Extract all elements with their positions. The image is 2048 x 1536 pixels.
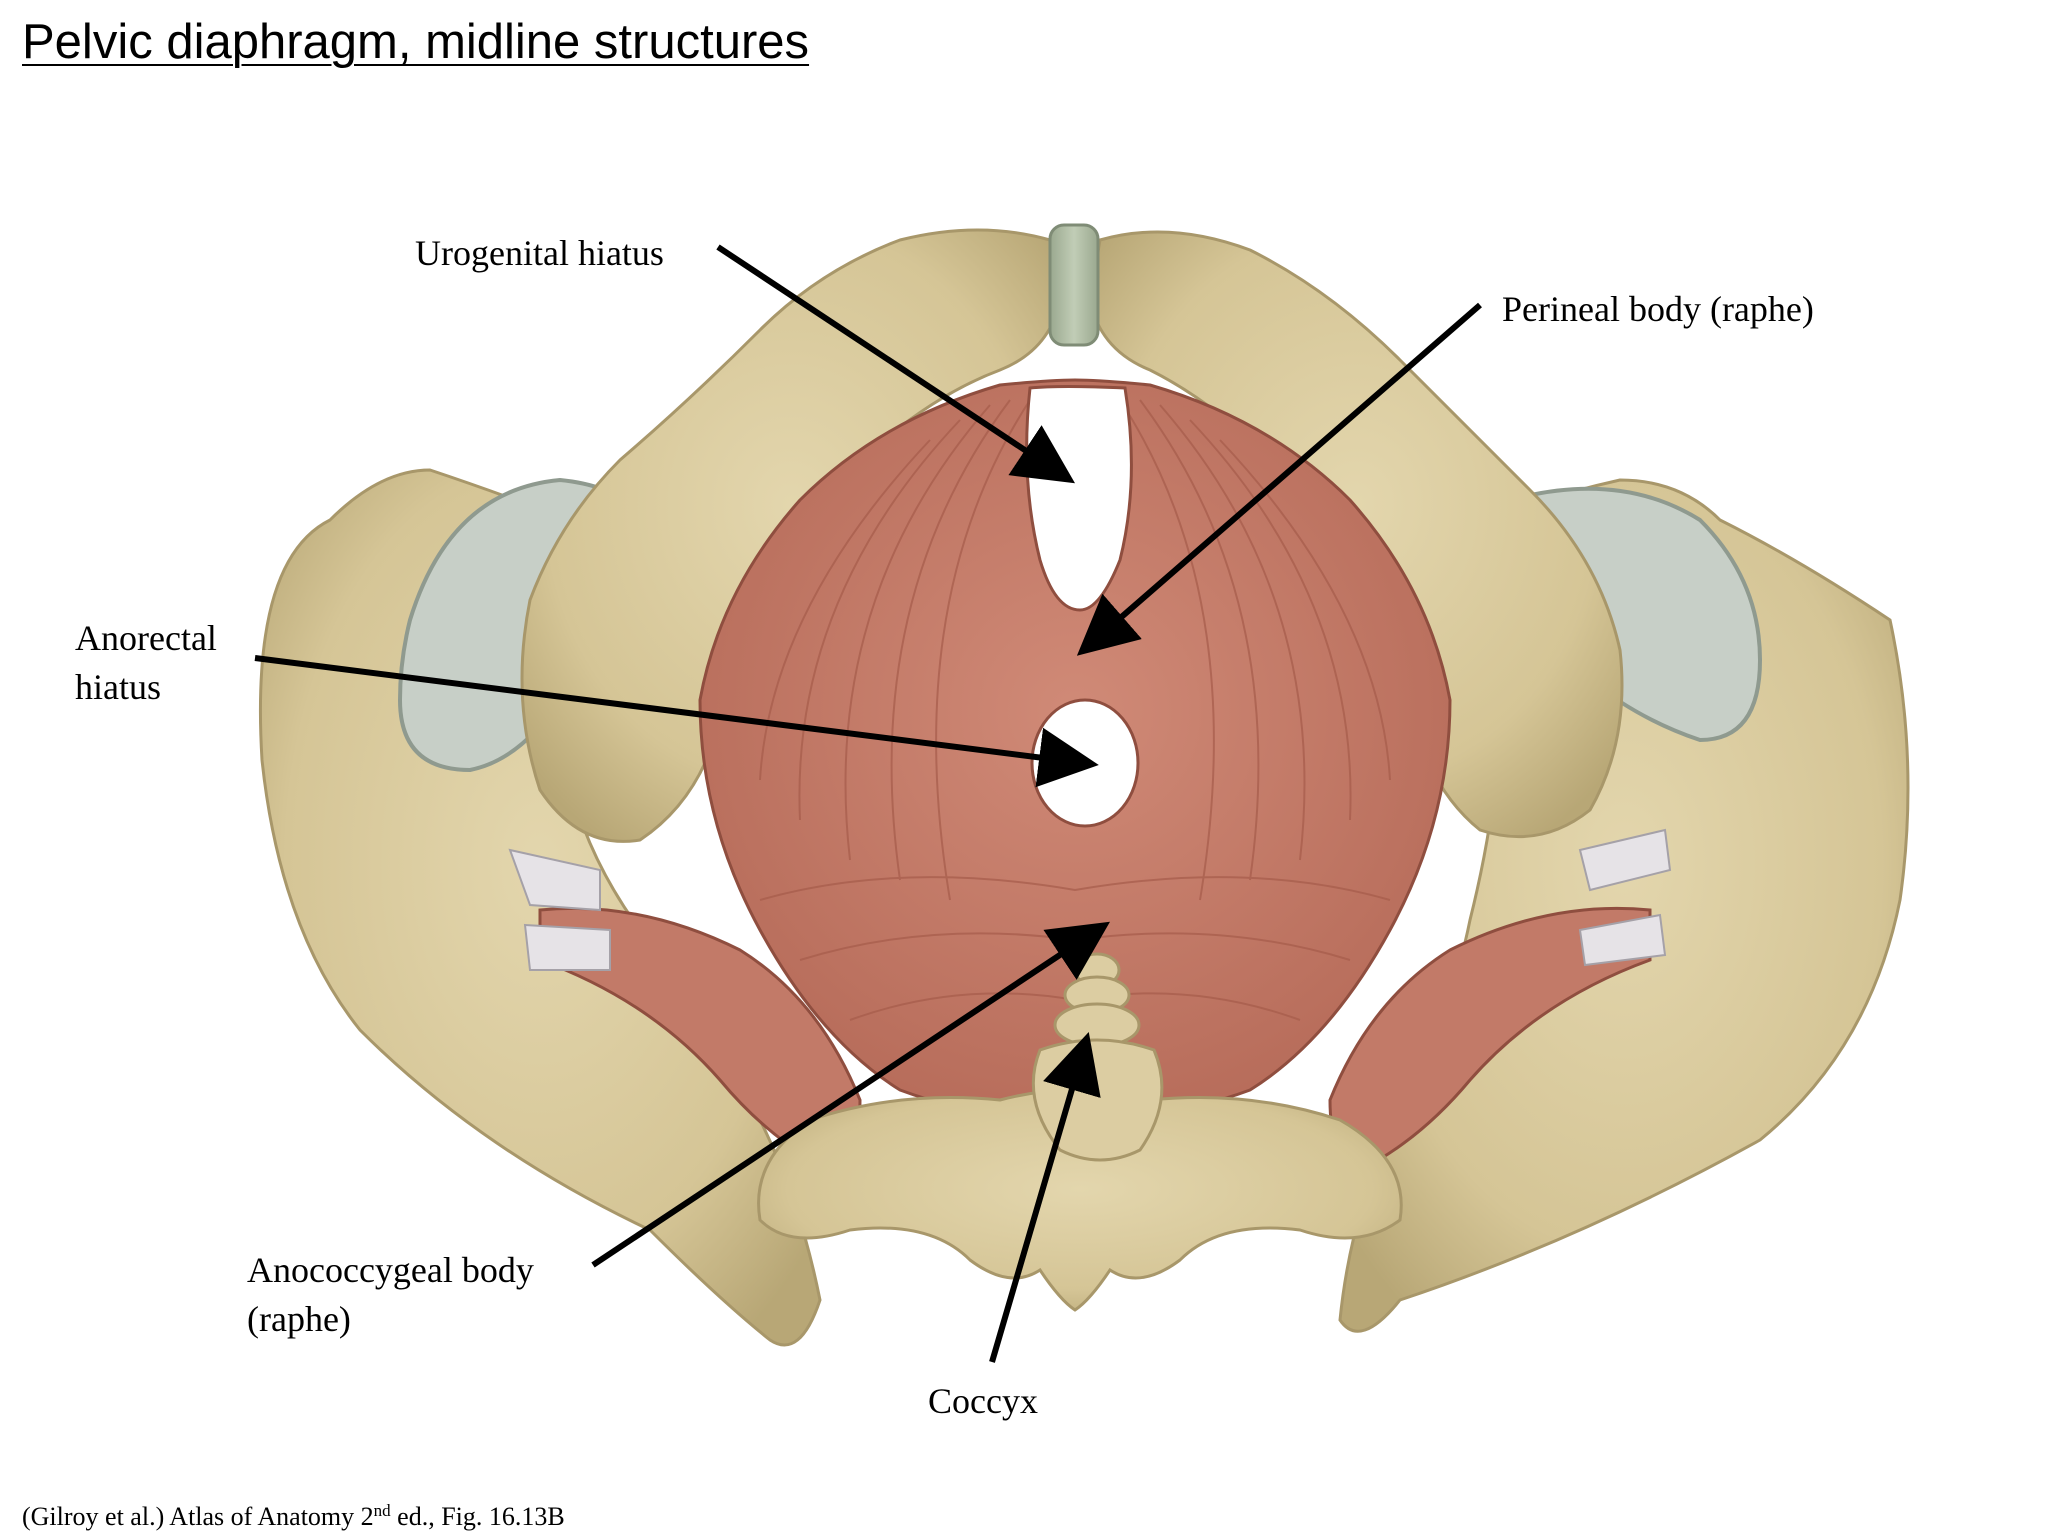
pubic-symphysis <box>1048 223 1100 347</box>
label-coccyx: Coccyx <box>928 1381 1038 1421</box>
label-anorectal-hiatus-line1: Anorectal <box>75 618 217 658</box>
pointer-arrows <box>254 244 1482 1363</box>
label-perineal-body: Perineal body (raphe) <box>1502 289 1814 329</box>
arrow-anorectal-hiatus <box>254 655 1099 788</box>
slide-title: Pelvic diaphragm, midline structures <box>22 15 810 69</box>
arrow-urogenital-hiatus <box>716 244 1076 484</box>
caption-superscript: nd <box>373 1501 391 1520</box>
tendon-right-lower <box>1578 913 1667 967</box>
tendon-left-upper <box>508 848 601 912</box>
muscle-fibres <box>759 399 1391 1021</box>
anorectal-hiatus <box>1030 698 1140 828</box>
label-urogenital-hiatus: Urogenital hiatus <box>415 233 664 273</box>
tendon-right-upper <box>1578 828 1672 892</box>
figure-source-caption: (Gilroy et al.) Atlas of Anatomy 2nd ed.… <box>22 1502 565 1532</box>
label-anorectal-hiatus-line2: hiatus <box>75 667 161 707</box>
arrow-anococcygeal-body <box>591 921 1110 1268</box>
arrow-coccyx <box>989 1031 1101 1363</box>
tendon-left-lower <box>523 923 611 971</box>
caption-prefix: (Gilroy et al.) Atlas of Anatomy 2 <box>22 1502 374 1531</box>
label-anococcygeal-body-line1: Anococcygeal body <box>247 1250 534 1290</box>
label-anococcygeal-body-line2: (raphe) <box>247 1299 351 1339</box>
arrow-perineal-body <box>1076 302 1482 656</box>
caption-suffix: ed., Fig. 16.13B <box>390 1502 565 1531</box>
